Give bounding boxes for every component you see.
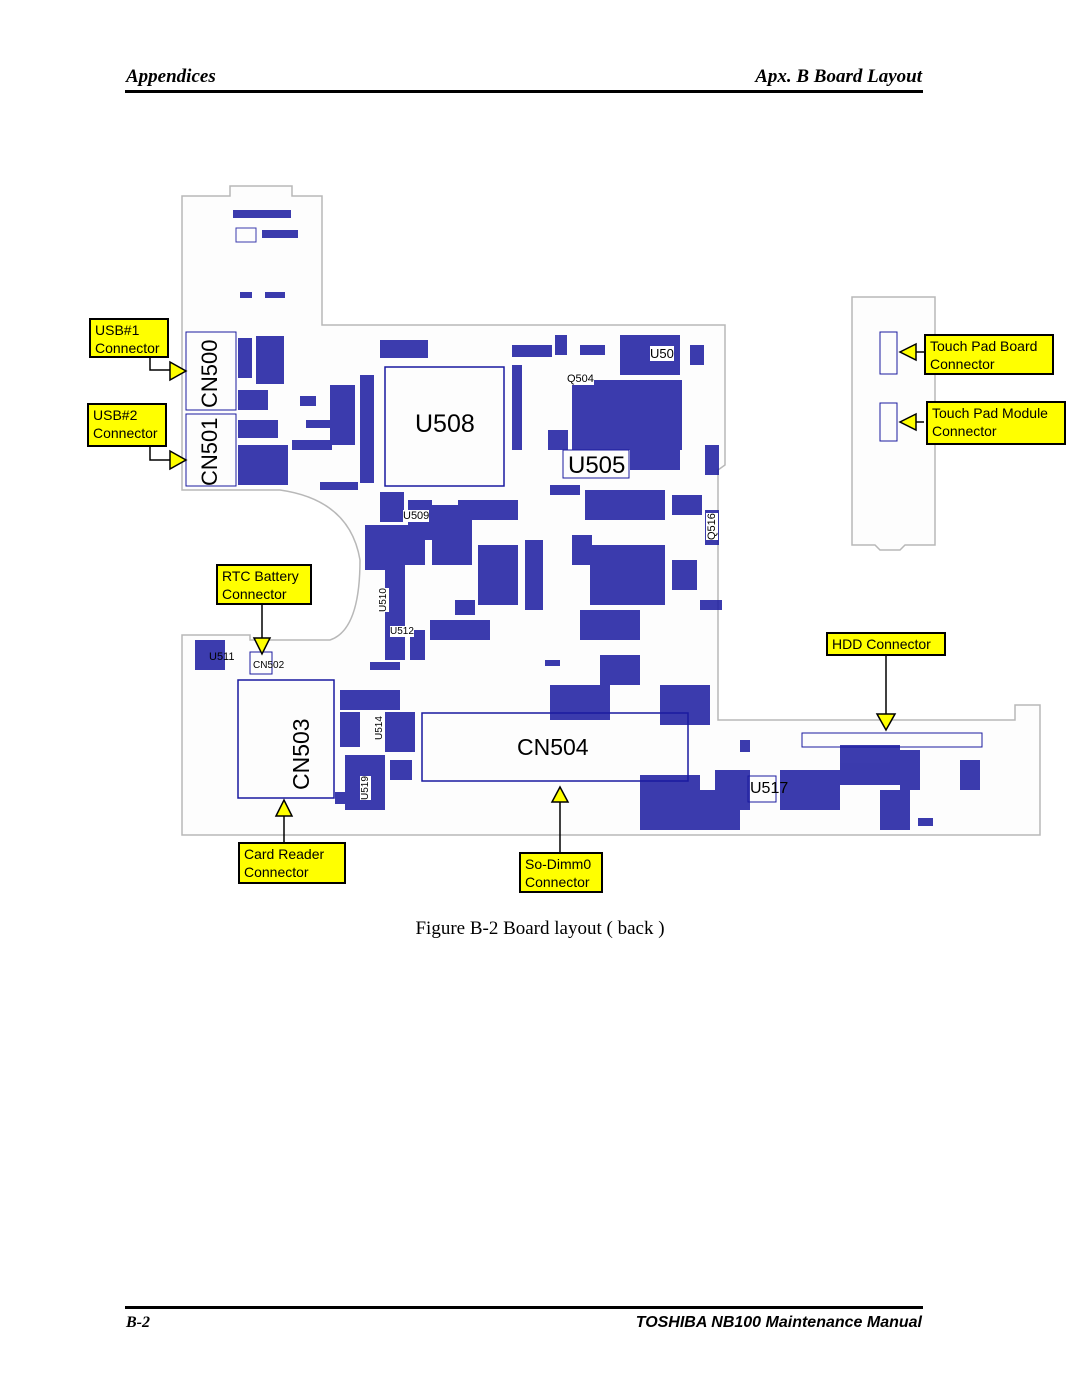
label-u511: U511 <box>209 651 235 663</box>
label-u505: U505 <box>568 452 626 479</box>
header-divider <box>125 90 923 93</box>
label-u517: U517 <box>750 780 789 797</box>
label-cn500: CN500 <box>197 339 222 408</box>
callout-card-reader-connector: Card Reader Connector <box>238 842 346 884</box>
label-cn503: CN503 <box>288 718 314 790</box>
small-components <box>195 210 980 830</box>
label-q504: Q504 <box>567 373 594 385</box>
figure-caption: Figure B-2 Board layout ( back ) <box>415 918 665 939</box>
label-cn504: CN504 <box>517 734 589 760</box>
cn507-connector <box>879 402 898 442</box>
callout-usb1-connector: USB#1 Connector <box>89 318 169 358</box>
board-right-tab <box>851 296 936 551</box>
label-u510: U510 <box>378 588 389 612</box>
label-u50: U50 <box>650 346 674 361</box>
label-u514: U514 <box>374 716 385 740</box>
callout-hdd-connector: HDD Connector <box>826 632 946 656</box>
cn503-connector <box>237 679 335 799</box>
callout-sodimm0-connector: So-Dimm0 Connector <box>519 852 603 893</box>
callout-touchpad-module-connector: Touch Pad Module Connector <box>926 401 1066 445</box>
label-cn502: CN502 <box>253 660 285 671</box>
footer-manual-title: TOSHIBA NB100 Maintenance Manual <box>635 1314 922 1331</box>
callout-touchpad-board-connector: Touch Pad Board Connector <box>924 334 1054 375</box>
footer-page-number: B-2 <box>126 1314 150 1331</box>
board-layout-diagram <box>149 185 1041 852</box>
header-section-title: Appendices <box>126 66 216 87</box>
label-q516: Q516 <box>706 513 718 540</box>
u508-chip <box>384 366 505 487</box>
label-u519: U519 <box>360 776 371 800</box>
label-u508: U508 <box>415 410 475 438</box>
cn508-connector <box>879 331 898 375</box>
footer-divider <box>125 1306 923 1309</box>
callout-usb2-connector: USB#2 Connector <box>87 403 167 447</box>
header-chapter-title: Apx. B Board Layout <box>755 66 922 87</box>
callout-arrows <box>149 342 924 852</box>
cn501-connector <box>185 413 237 487</box>
label-u512: U512 <box>390 626 414 637</box>
label-u509: U509 <box>403 510 430 522</box>
label-cn501: CN501 <box>197 417 222 486</box>
callout-rtc-battery-connector: RTC Battery Connector <box>216 564 312 605</box>
